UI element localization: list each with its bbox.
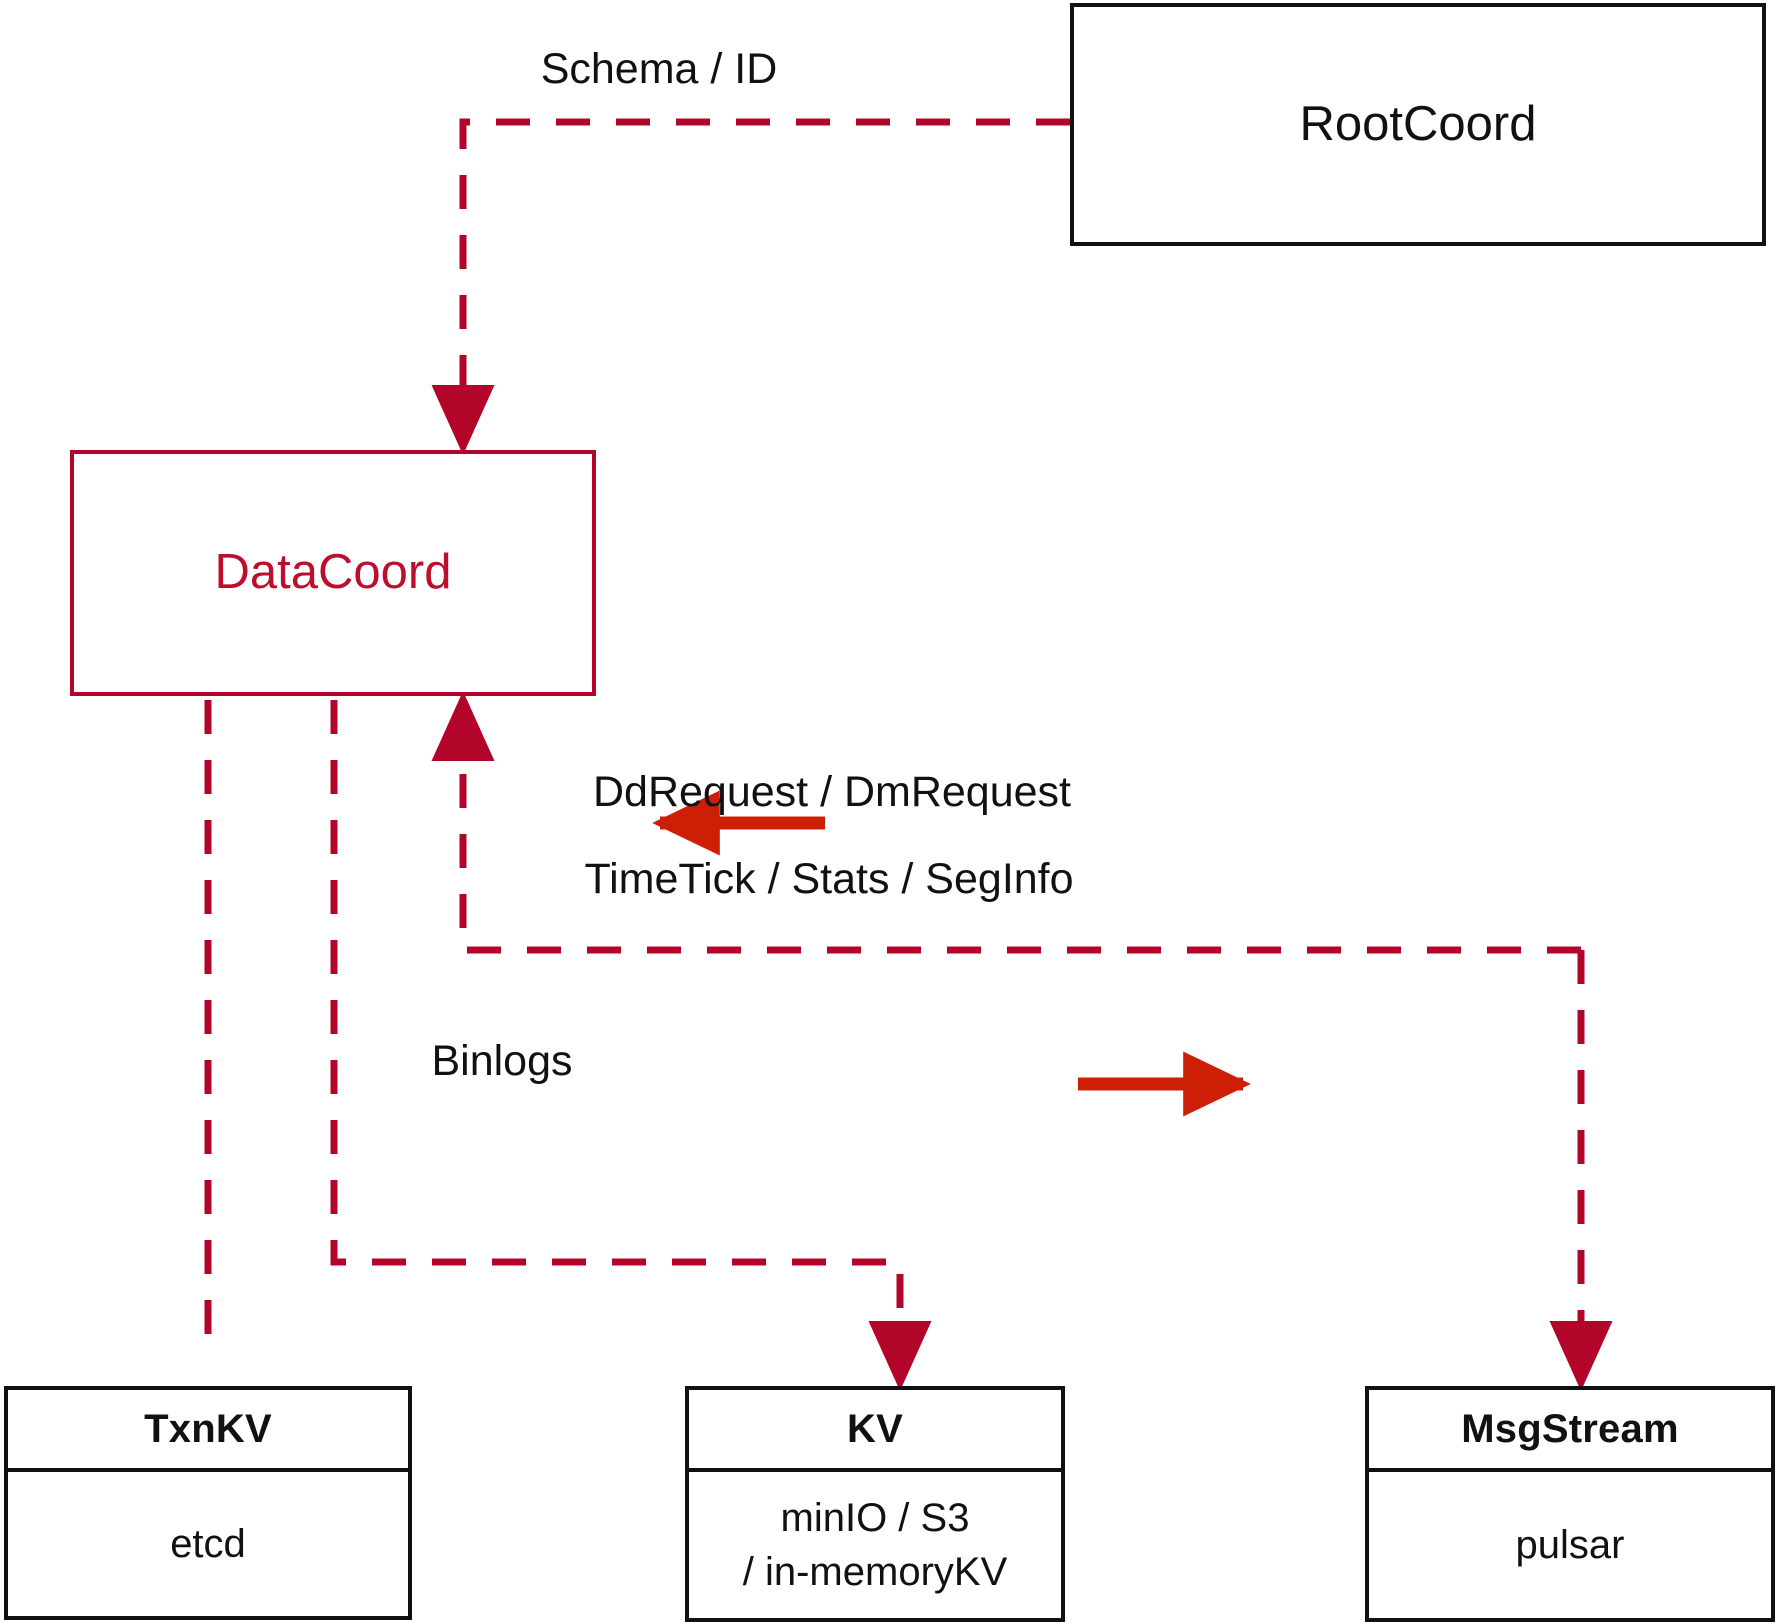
edge-label-binlogs: Binlogs: [431, 1037, 573, 1085]
node-kv-title: KV: [689, 1390, 1061, 1472]
node-kv-body-line-1: minIO / S3: [780, 1496, 970, 1540]
node-kv-body-line-2: / in-memoryKV: [742, 1550, 1008, 1594]
edge-label-schema-id: Schema / ID: [540, 45, 778, 93]
node-kv[interactable]: KV minIO / S3 / in-memoryKV: [685, 1386, 1065, 1622]
node-msgstream-body-line-1: pulsar: [1515, 1523, 1625, 1567]
node-rootcoord-label: RootCoord: [1299, 96, 1537, 151]
node-datacoord-label: DataCoord: [214, 545, 452, 600]
edge-label-timetick-stats-seginfo: TimeTick / Stats / SegInfo: [584, 855, 1074, 903]
node-txnkv-body-line-1: etcd: [170, 1522, 246, 1566]
node-kv-body: minIO / S3 / in-memoryKV: [689, 1472, 1061, 1618]
edge-ddrequest-dmrequest: [431, 691, 1581, 954]
node-txnkv[interactable]: TxnKV etcd: [4, 1386, 412, 1620]
node-txnkv-title: TxnKV: [8, 1390, 408, 1472]
node-msgstream[interactable]: MsgStream pulsar: [1365, 1386, 1775, 1622]
edge-label-ddrequest-dmrequest: DdRequest / DmRequest: [593, 768, 1071, 816]
node-rootcoord[interactable]: RootCoord: [1070, 3, 1766, 246]
node-datacoord[interactable]: DataCoord: [70, 450, 596, 696]
node-txnkv-body: etcd: [8, 1472, 408, 1616]
node-msgstream-body: pulsar: [1369, 1472, 1771, 1618]
edge-schema-id: [431, 118, 1070, 455]
edge-binlogs-to-kv: [330, 700, 932, 1391]
node-msgstream-title: MsgStream: [1369, 1390, 1771, 1472]
